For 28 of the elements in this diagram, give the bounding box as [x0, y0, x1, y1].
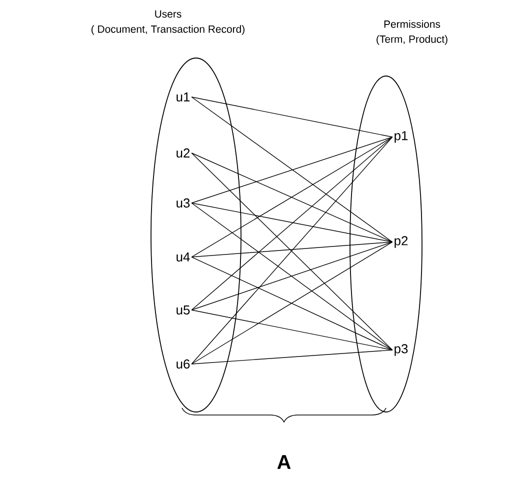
item-label: u6: [176, 359, 190, 369]
group-heading: (Term, Product): [376, 35, 448, 45]
item-label: u5: [176, 306, 190, 315]
item-label: u2: [176, 148, 190, 158]
connector-line: [191, 242, 393, 310]
group-heading: ( Document, Transaction Record): [92, 25, 244, 35]
connector-line: [191, 96, 393, 242]
connector-line: [191, 96, 393, 138]
connector-line: [191, 136, 393, 258]
connector-line: [191, 136, 393, 310]
connector-line: [191, 242, 393, 364]
item-label: u1: [176, 92, 190, 102]
brace-label: A: [277, 455, 291, 469]
connector-line: [191, 242, 393, 258]
connector-line: [191, 310, 393, 350]
connector-line: [191, 350, 393, 364]
connector-line: [191, 136, 393, 204]
connector-line: [191, 256, 393, 350]
connector-line: [191, 202, 393, 242]
connector-line: [191, 202, 393, 350]
connector-line: [191, 152, 393, 242]
item-label: u4: [176, 252, 190, 262]
item-label: p2: [394, 236, 408, 248]
item-label: p1: [394, 131, 408, 143]
item-label: u3: [176, 198, 190, 208]
item-label: p3: [394, 344, 408, 356]
group-heading: Permissions: [384, 20, 440, 28]
group-heading: Users: [155, 10, 182, 18]
